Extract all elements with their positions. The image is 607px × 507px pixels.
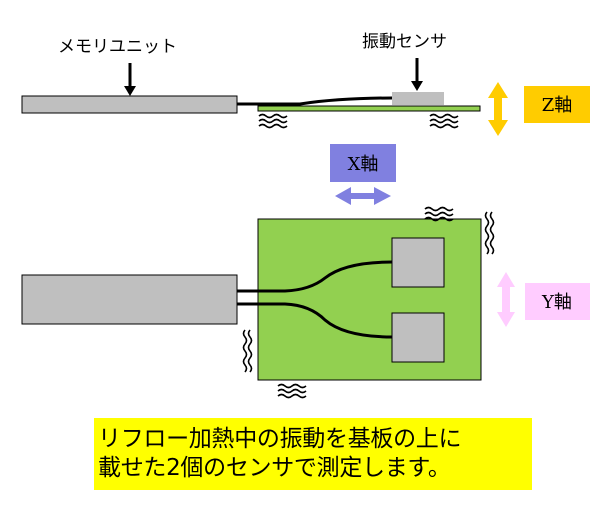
memory-unit-arrow xyxy=(124,63,136,96)
caption-box: リフロー加熱中の振動を基板の上に 載せた2個のセンサで測定します。 xyxy=(94,418,532,490)
vibration-wave-icon xyxy=(484,211,495,255)
vibration-sensor-2 xyxy=(391,312,445,363)
top-view: X軸 Y軸 xyxy=(21,144,590,399)
side-view: メモリユニット 振動センサ Z軸 xyxy=(21,32,590,136)
memory-unit-side xyxy=(21,95,238,114)
caption-line-2: 載せた2個のセンサで測定します。 xyxy=(98,455,451,481)
x-axis-label: X軸 xyxy=(348,154,379,175)
memory-unit-label: メモリユニット xyxy=(58,37,177,57)
z-axis-arrow-icon xyxy=(488,82,508,136)
y-axis-arrow-icon xyxy=(497,272,515,327)
y-axis-label: Y軸 xyxy=(541,292,572,313)
z-axis-label: Z軸 xyxy=(542,95,573,116)
vibration-sensor-side xyxy=(392,92,444,105)
sensor-cable-1 xyxy=(237,260,393,293)
y-axis-badge xyxy=(525,283,590,320)
memory-unit-top xyxy=(21,274,238,325)
vibration-sensor-arrow xyxy=(411,58,423,91)
caption-line-1: リフロー加熱中の振動を基板の上に xyxy=(98,426,462,452)
vibration-wave-icon xyxy=(258,113,288,129)
vibration-sensor-label: 振動センサ xyxy=(362,32,447,52)
vibration-wave-icon xyxy=(242,329,253,373)
z-axis-badge xyxy=(524,86,590,123)
vibration-wave-icon xyxy=(429,113,459,129)
x-axis-badge xyxy=(330,144,396,182)
sensor-cable-2 xyxy=(237,302,393,339)
vibration-sensor-1 xyxy=(391,237,445,288)
x-axis-arrow-icon xyxy=(335,187,391,205)
vibration-wave-icon xyxy=(277,383,307,399)
board-side xyxy=(257,105,481,112)
board-top xyxy=(257,218,482,381)
sensor-cable-side xyxy=(237,96,393,106)
